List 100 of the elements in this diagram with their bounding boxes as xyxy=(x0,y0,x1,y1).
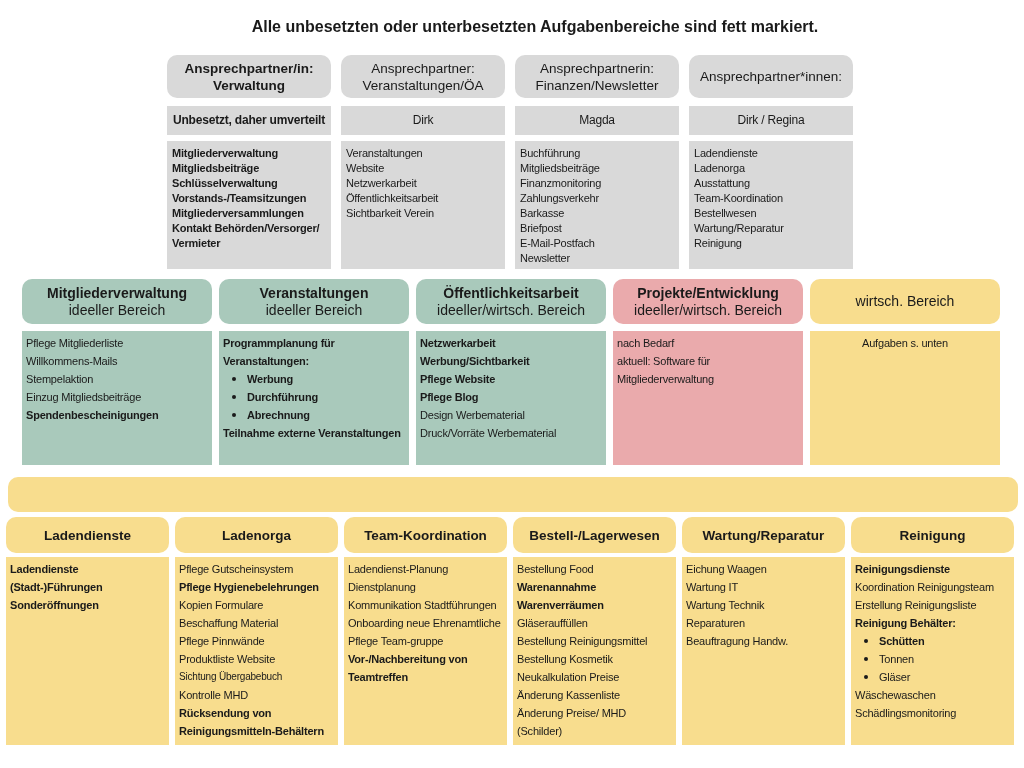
task-item: Kontakt Behörden/Versorger/ Vermieter xyxy=(172,221,321,251)
task-item: Spendenbescheinigungen xyxy=(26,408,159,423)
task-item: Produktliste Website xyxy=(179,652,276,667)
task-item: Einzug Mitgliedsbeiträge xyxy=(26,390,142,405)
task-item: Schlüsselverwaltung xyxy=(172,176,278,191)
area-subtitle: wirtsch. Bereich xyxy=(855,293,955,310)
task-panel xyxy=(344,557,507,745)
person-name: Dirk xyxy=(412,113,434,128)
task-item: Erstellung Reinigungsliste xyxy=(855,598,977,613)
area-subtitle: ideeller/wirtsch. Bereich xyxy=(634,301,782,319)
task-item: Schütten xyxy=(879,634,925,649)
task-item: Programmplanung für Veranstaltungen: xyxy=(223,336,336,369)
task-panel xyxy=(513,557,676,745)
task-item: Pflege Pinnwände xyxy=(179,634,265,649)
task-item: Onboarding neue Ehrenamtliche xyxy=(348,616,501,631)
task-item: Dienstplanung xyxy=(348,580,416,595)
task-item: Veranstaltungen xyxy=(346,146,423,161)
task-panel xyxy=(613,331,803,465)
area-title: Reinigung xyxy=(899,526,966,544)
task-item: Koordination Reinigungsteam xyxy=(855,580,994,595)
area-subtitle: ideeller Bereich xyxy=(265,301,363,319)
task-list-panel xyxy=(341,141,505,269)
task-item: Sichtung Übergabebuch xyxy=(179,670,283,684)
role-title: Ansprechpartner/in: Verwaltung xyxy=(183,59,315,94)
task-item: Barkasse xyxy=(520,206,565,221)
task-item: Ladenorga xyxy=(694,161,745,176)
person-name: Magda xyxy=(579,113,615,128)
area-title: Ladendienste xyxy=(44,526,131,544)
contact-person-bar xyxy=(689,106,853,135)
task-item: Stempelaktion xyxy=(26,372,94,387)
task-item: Änderung Kassenliste xyxy=(517,688,620,703)
area-header xyxy=(416,279,606,324)
task-item: Willkommens-Mails xyxy=(26,354,118,369)
task-item: Wäschewaschen xyxy=(855,688,936,703)
area-title: Wartung/Reparatur xyxy=(702,526,825,544)
contact-person-bar xyxy=(515,106,679,135)
task-panel xyxy=(810,331,1000,465)
area-title: Projekte/Entwicklung xyxy=(637,284,779,302)
person-name: Unbesetzt, daher umverteilt xyxy=(173,113,325,128)
role-header xyxy=(167,55,331,98)
task-item: Öffentlichkeitsarbeit xyxy=(346,191,439,206)
task-item: Pflege Gutscheinsystem xyxy=(179,562,294,577)
task-list-panel xyxy=(167,141,331,269)
task-item: Durchführung xyxy=(247,390,318,405)
task-item: Newsletter xyxy=(520,251,570,266)
task-item: nach Bedarf xyxy=(617,336,675,351)
task-item: Wartung/Reparatur xyxy=(694,221,784,236)
area-title: Ladenorga xyxy=(222,526,291,544)
task-item: Team-Koordination xyxy=(694,191,783,206)
area-title: Veranstaltungen xyxy=(259,284,369,302)
task-item: Reinigungsdienste xyxy=(855,562,950,577)
task-item: Werbung/Sichtbarkeit xyxy=(420,354,530,369)
task-item: Schädlingsmonitoring xyxy=(855,706,957,721)
task-panel xyxy=(22,331,212,465)
area-title: Mitgliederverwaltung xyxy=(47,284,187,302)
task-item: Sonderöffnungen xyxy=(10,598,99,613)
role-title: Ansprechpartnerin: Finanzen/Newsletter xyxy=(534,59,660,94)
task-item: Beauftragung Handw. xyxy=(686,634,788,649)
task-panel xyxy=(6,557,169,745)
task-item: Mitgliedsbeiträge xyxy=(172,161,260,176)
task-item: Mitgliederversammlungen xyxy=(172,206,304,221)
task-panel xyxy=(219,331,409,465)
task-item: Finanzmonitoring xyxy=(520,176,602,191)
task-item: Kommunikation Stadtführungen xyxy=(348,598,497,613)
task-item: Beschaffung Material xyxy=(179,616,279,631)
task-item: Bestellung Kosmetik xyxy=(517,652,613,667)
area-header xyxy=(810,279,1000,324)
task-item: Vorstands-/Teamsitzungen xyxy=(172,191,307,206)
task-item: Pflege Team-gruppe xyxy=(348,634,444,649)
task-item: Ausstattung xyxy=(694,176,750,191)
task-item: Vor-/Nachbereitung von Teamtreffen xyxy=(348,652,469,685)
task-item: Ladendienste xyxy=(694,146,758,161)
task-item: Netzwerkarbeit xyxy=(420,336,496,351)
task-item: Warenannahme xyxy=(517,580,597,595)
task-item: Tonnen xyxy=(879,652,914,667)
task-item: Wartung Technik xyxy=(686,598,765,613)
area-header xyxy=(513,517,676,553)
task-item: Druck/Vorräte Werbematerial xyxy=(420,426,557,441)
task-item: Pflege Hygienebelehrungen xyxy=(179,580,319,595)
task-item: Buchführung xyxy=(520,146,581,161)
task-item: Bestellung Reinigungsmittel xyxy=(517,634,648,649)
task-item: Eichung Waagen xyxy=(686,562,767,577)
area-title: Bestell-/Lagerwesen xyxy=(529,526,660,544)
role-title: Ansprechpartner*innen: xyxy=(700,68,842,85)
task-item: Teilnahme externe Veranstaltungen xyxy=(223,426,401,441)
task-item: Zahlungsverkehr xyxy=(520,191,599,206)
task-list-panel xyxy=(689,141,853,269)
contact-person-bar xyxy=(341,106,505,135)
task-item: Pflege Blog xyxy=(420,390,479,405)
task-item: Netzwerkarbeit xyxy=(346,176,417,191)
task-item: Werbung xyxy=(247,372,294,387)
person-name: Dirk / Regina xyxy=(737,113,805,128)
task-item: (Stadt-)Führungen xyxy=(10,580,103,595)
task-item: E-Mail-Postfach xyxy=(520,236,595,251)
area-header xyxy=(6,517,169,553)
task-item: Reparaturen xyxy=(686,616,745,631)
area-title: Öffentlichkeitsarbeit xyxy=(443,284,579,302)
task-item: Reinigung Behälter: xyxy=(855,616,956,631)
area-header xyxy=(219,279,409,324)
area-header xyxy=(175,517,338,553)
